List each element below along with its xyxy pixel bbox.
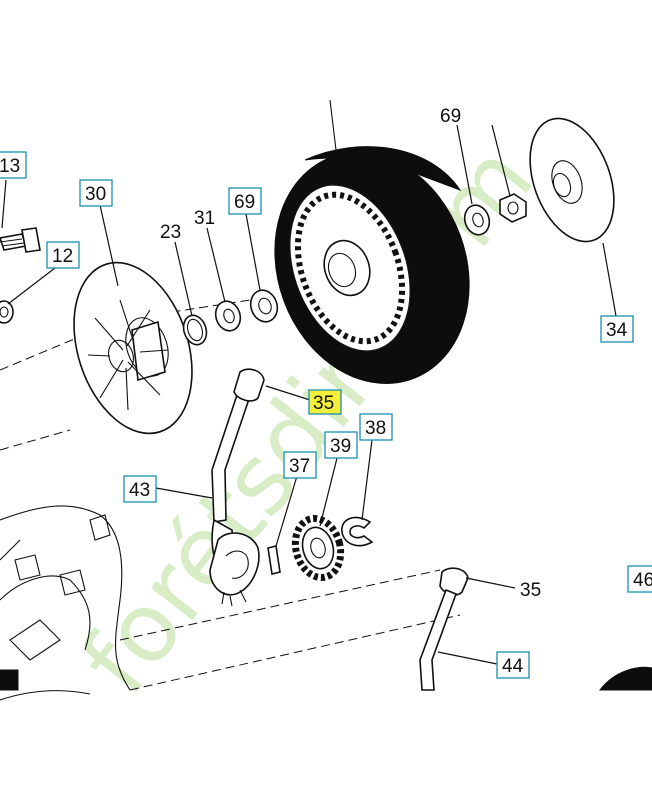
svg-text:34: 34 <box>606 320 628 341</box>
part-46 <box>598 666 652 691</box>
callout-44: 44 <box>496 651 530 679</box>
callout-31: 31 <box>194 208 215 229</box>
callout-37: 37 <box>283 451 317 479</box>
callout-43: 43 <box>123 475 157 503</box>
callout-23: 23 <box>160 222 181 243</box>
e-clip-38 <box>341 516 374 547</box>
washer-69-right <box>463 204 491 236</box>
svg-text:69: 69 <box>234 192 255 213</box>
callout-38: 38 <box>359 413 393 441</box>
callout-46: 46 <box>627 565 652 593</box>
hub-cap-34 <box>529 117 615 243</box>
gear-39 <box>291 514 345 582</box>
svg-text:35: 35 <box>520 580 541 601</box>
washer-31 <box>214 300 242 332</box>
callout-35-highlighted: 35 <box>308 389 342 415</box>
washer-12 <box>0 300 14 324</box>
svg-text:39: 39 <box>330 436 351 457</box>
callout-69-left: 69 <box>228 187 262 215</box>
callout-30: 30 <box>79 179 113 207</box>
svg-text:43: 43 <box>129 480 150 501</box>
wheel-hub-30 <box>73 261 193 435</box>
svg-text:35: 35 <box>313 393 334 414</box>
svg-text:38: 38 <box>365 418 386 439</box>
callout-34: 34 <box>600 315 634 343</box>
nut <box>499 193 527 223</box>
svg-text:46: 46 <box>633 570 652 591</box>
callout-69-right: 69 <box>440 106 461 127</box>
svg-text:44: 44 <box>502 656 524 677</box>
svg-text:31: 31 <box>194 208 215 229</box>
bolt-13 <box>0 227 41 253</box>
washer-69-left <box>249 289 279 323</box>
callout-39: 39 <box>324 431 358 459</box>
svg-text:12: 12 <box>52 246 73 267</box>
svg-text:13: 13 <box>0 156 20 177</box>
svg-text:30: 30 <box>85 184 106 205</box>
mower-deck-outline <box>0 299 461 701</box>
height-lever-44 <box>419 567 469 691</box>
wheel-tire <box>274 99 470 384</box>
snap-ring-23 <box>182 314 208 346</box>
svg-text:37: 37 <box>289 456 310 477</box>
callout-35-plain: 35 <box>520 580 541 601</box>
leader-lines <box>1 124 617 665</box>
pin-37 <box>267 545 281 575</box>
callout-12: 12 <box>46 241 80 269</box>
svg-text:69: 69 <box>440 106 461 127</box>
callout-13: 13 <box>0 151 27 179</box>
height-lever-43 <box>209 368 265 607</box>
svg-text:23: 23 <box>160 222 181 243</box>
